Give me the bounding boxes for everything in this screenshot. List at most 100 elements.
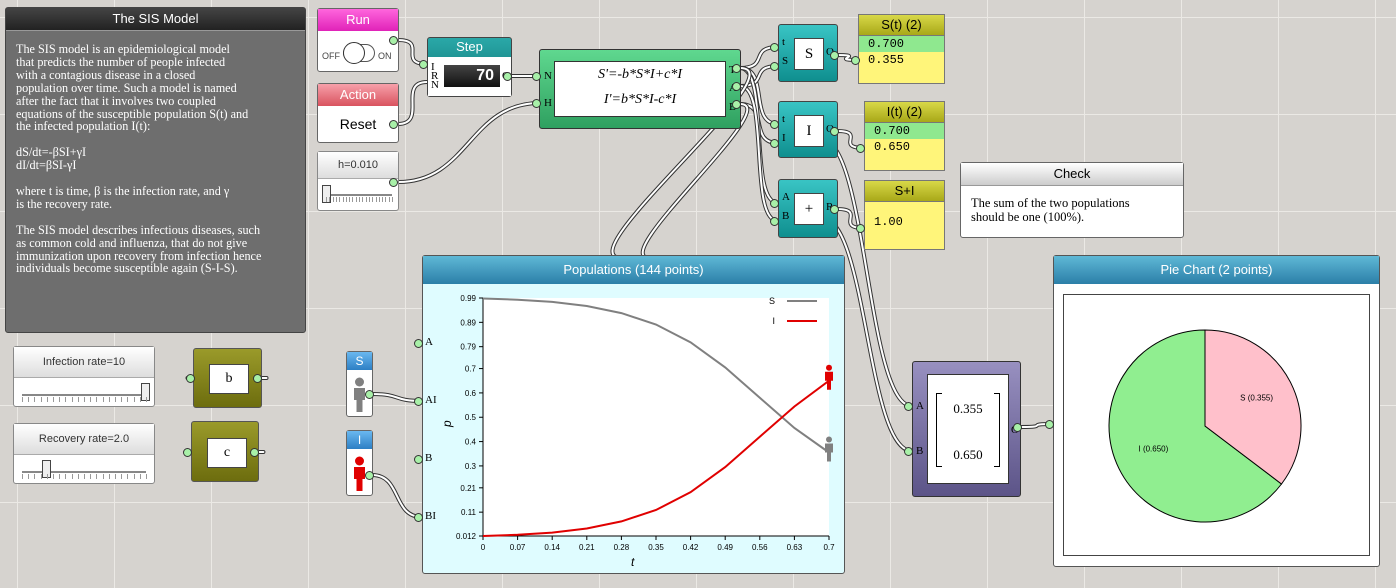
run-node: Run OFF ON	[317, 8, 399, 72]
connection-port[interactable]	[903, 446, 913, 456]
pie-slice-label: I (0.650)	[1139, 445, 1169, 454]
connection-port[interactable]	[364, 389, 374, 399]
b-node-label: b	[209, 364, 249, 394]
plot-area	[483, 298, 829, 536]
connection-port[interactable]	[388, 119, 398, 129]
slider-tick	[90, 474, 92, 479]
x-tick-label: 0.63	[787, 543, 803, 552]
sum-input-a: A	[782, 191, 790, 203]
slider-tick	[385, 197, 387, 202]
slider-tick	[40, 397, 42, 402]
recovery-rate-slider[interactable]: Recovery rate=2.0	[13, 423, 155, 484]
i-input-i: I	[782, 132, 786, 144]
connection-port[interactable]	[413, 512, 423, 522]
infection-rate-slider[interactable]: Infection rate=10	[13, 346, 155, 407]
person-head	[826, 436, 832, 443]
s-icon-label: S	[347, 352, 372, 370]
slider-tick	[378, 197, 380, 202]
wire	[397, 102, 541, 183]
slider-tick	[53, 474, 54, 479]
x-tick-label: 0.14	[544, 543, 560, 552]
connection-port[interactable]	[388, 177, 398, 187]
connection-port[interactable]	[855, 143, 865, 153]
connection-port[interactable]	[249, 447, 259, 457]
pie-slice	[1204, 329, 1302, 485]
slider-thumb[interactable]	[141, 383, 150, 401]
wire	[611, 67, 751, 259]
matrix-input-b: B	[916, 445, 924, 457]
s-values-panel: S(t) (2) 0.700 0.355	[858, 14, 945, 84]
slider-tick	[22, 474, 23, 479]
x-axis-label: t	[631, 555, 635, 569]
x-tick-label: 0.28	[614, 543, 630, 552]
connection-port[interactable]	[850, 55, 860, 65]
person-red-icon	[354, 456, 365, 491]
connection-port[interactable]	[502, 71, 512, 81]
connection-port[interactable]	[1044, 419, 1054, 429]
s-input-t: t	[782, 36, 786, 48]
connection-port[interactable]	[829, 126, 839, 136]
connection-port[interactable]	[769, 216, 779, 226]
wire	[739, 85, 779, 222]
reset-button[interactable]: Reset	[339, 116, 377, 132]
chart-input-ai: AI	[425, 394, 437, 406]
slider-tick	[355, 197, 357, 202]
connection-port[interactable]	[769, 198, 779, 208]
slider-tick	[22, 397, 23, 402]
connection-port[interactable]	[769, 138, 779, 148]
connection-port[interactable]	[1012, 422, 1022, 432]
person-marker-icon	[825, 364, 833, 390]
slider-tick	[368, 197, 370, 202]
y-tick-label: 0.7	[465, 365, 477, 374]
person-marker-icon	[825, 436, 833, 462]
connection-port[interactable]	[185, 373, 195, 383]
step-input-i: I	[431, 61, 435, 73]
connection-port[interactable]	[829, 50, 839, 60]
slider-tick	[84, 397, 85, 402]
slider-tick	[146, 397, 147, 402]
equation-i: I'=b*S*I-c*I	[603, 92, 677, 107]
connection-port[interactable]	[769, 119, 779, 129]
step-size-slider[interactable]: h=0.010	[317, 151, 399, 211]
connection-port[interactable]	[413, 454, 423, 464]
i-values-title: I(t) (2)	[865, 102, 944, 123]
eq-input-h: H	[544, 97, 552, 109]
connection-port[interactable]	[364, 470, 374, 480]
slider-thumb[interactable]	[42, 460, 51, 478]
equation-s: S'=-b*S*I+c*I	[597, 67, 683, 82]
model-description-panel: The SIS Model The SIS model is an epidem…	[5, 7, 306, 333]
slider-thumb[interactable]	[322, 185, 331, 203]
connection-port[interactable]	[413, 396, 423, 406]
connection-port[interactable]	[731, 81, 741, 91]
slider-tick	[28, 397, 30, 402]
connection-port[interactable]	[855, 223, 865, 233]
person-gray-icon	[354, 377, 365, 412]
connection-port[interactable]	[252, 373, 262, 383]
wire	[641, 103, 749, 259]
connection-port[interactable]	[903, 401, 913, 411]
y-tick-label: 0.79	[460, 343, 476, 352]
connection-port[interactable]	[531, 71, 541, 81]
connection-port[interactable]	[388, 35, 398, 45]
sum-node: + A B R	[778, 179, 838, 238]
slider-track	[326, 194, 392, 196]
connection-port[interactable]	[829, 204, 839, 214]
connection-port[interactable]	[731, 63, 741, 73]
slider-tick	[133, 474, 135, 479]
slider-tick	[77, 397, 79, 402]
run-toggle-switch[interactable]	[343, 42, 375, 64]
chart-input-bi: BI	[425, 510, 436, 522]
check-panel: Check The sum of the two populations sho…	[960, 162, 1184, 238]
s-value-row: 0.355	[868, 53, 905, 67]
connection-port[interactable]	[531, 98, 541, 108]
connection-port[interactable]	[418, 59, 428, 69]
slider-label: h=0.010	[318, 152, 398, 179]
connection-port[interactable]	[731, 99, 741, 109]
connection-port[interactable]	[182, 447, 192, 457]
x-tick-label: 0.21	[579, 543, 595, 552]
connection-port[interactable]	[769, 61, 779, 71]
connection-port[interactable]	[769, 42, 779, 52]
y-tick-label: 0.21	[460, 484, 476, 493]
connection-port[interactable]	[413, 338, 423, 348]
